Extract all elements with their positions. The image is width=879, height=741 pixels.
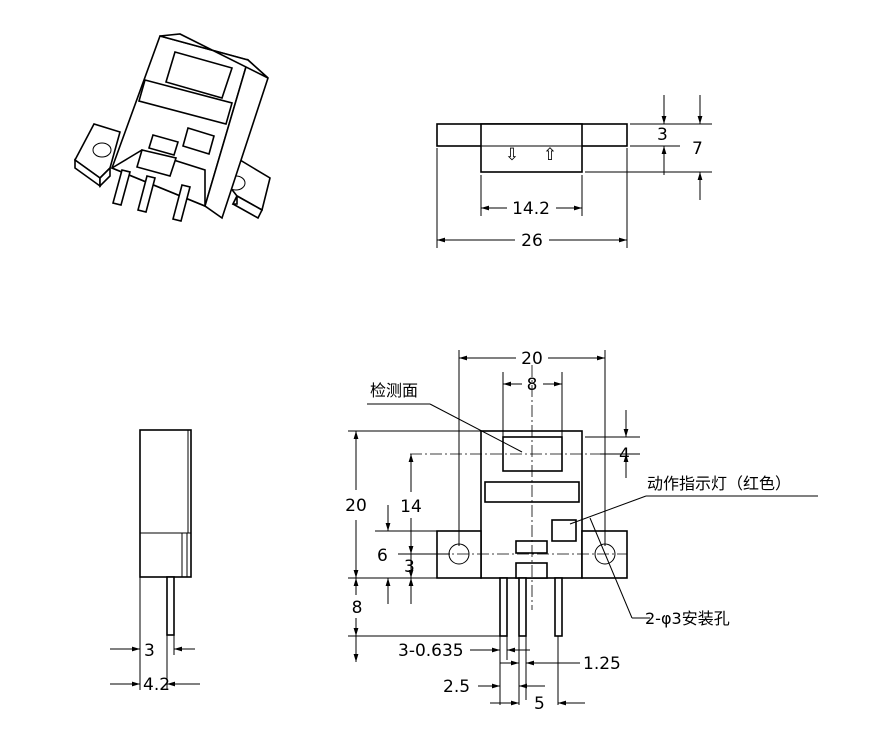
mount-hole-left-iso: [92, 142, 112, 158]
dim-pin-length-8: 8: [352, 598, 363, 618]
dim-side-3: 3: [144, 641, 155, 661]
dim-flange-6: 6: [377, 546, 388, 566]
dim-window-8: 8: [527, 375, 538, 395]
arrow-down-icon: ⇩: [505, 145, 519, 165]
dim-window-offset-4: 4: [619, 445, 630, 465]
dim-pin-spec: 3-0.635: [398, 641, 464, 661]
dim-pin-offset: 1.25: [583, 654, 621, 674]
dim-height-20: 20: [345, 496, 367, 516]
label-detection-face: 检测面: [370, 381, 418, 400]
dim-slot-14-2: 14.2: [512, 199, 550, 219]
isometric-view: [73, 33, 271, 222]
dim-side-4-2: 4.2: [143, 675, 170, 695]
dim-top-3: 3: [657, 125, 668, 145]
front-view: 20 8 4 20 14 6 3: [345, 349, 818, 714]
dim-pin-pitch: 2.5: [443, 677, 470, 697]
dim-top-7: 7: [692, 139, 703, 159]
arrow-up-icon: ⇧: [543, 145, 557, 165]
dim-height-14: 14: [400, 497, 422, 517]
top-view: ⇩ ⇧ 3 7 14.2 26: [436, 95, 712, 251]
label-led-indicator: 动作指示灯（红色）: [647, 474, 791, 493]
dim-hole-3: 3: [404, 557, 415, 577]
dim-overall-26: 26: [521, 231, 543, 251]
side-view: 3 4.2: [110, 429, 200, 695]
label-mount-holes: 2-φ3安装孔: [645, 609, 730, 628]
dim-hole-spacing-20: 20: [521, 349, 543, 369]
dim-pin-span: 5: [534, 694, 545, 714]
